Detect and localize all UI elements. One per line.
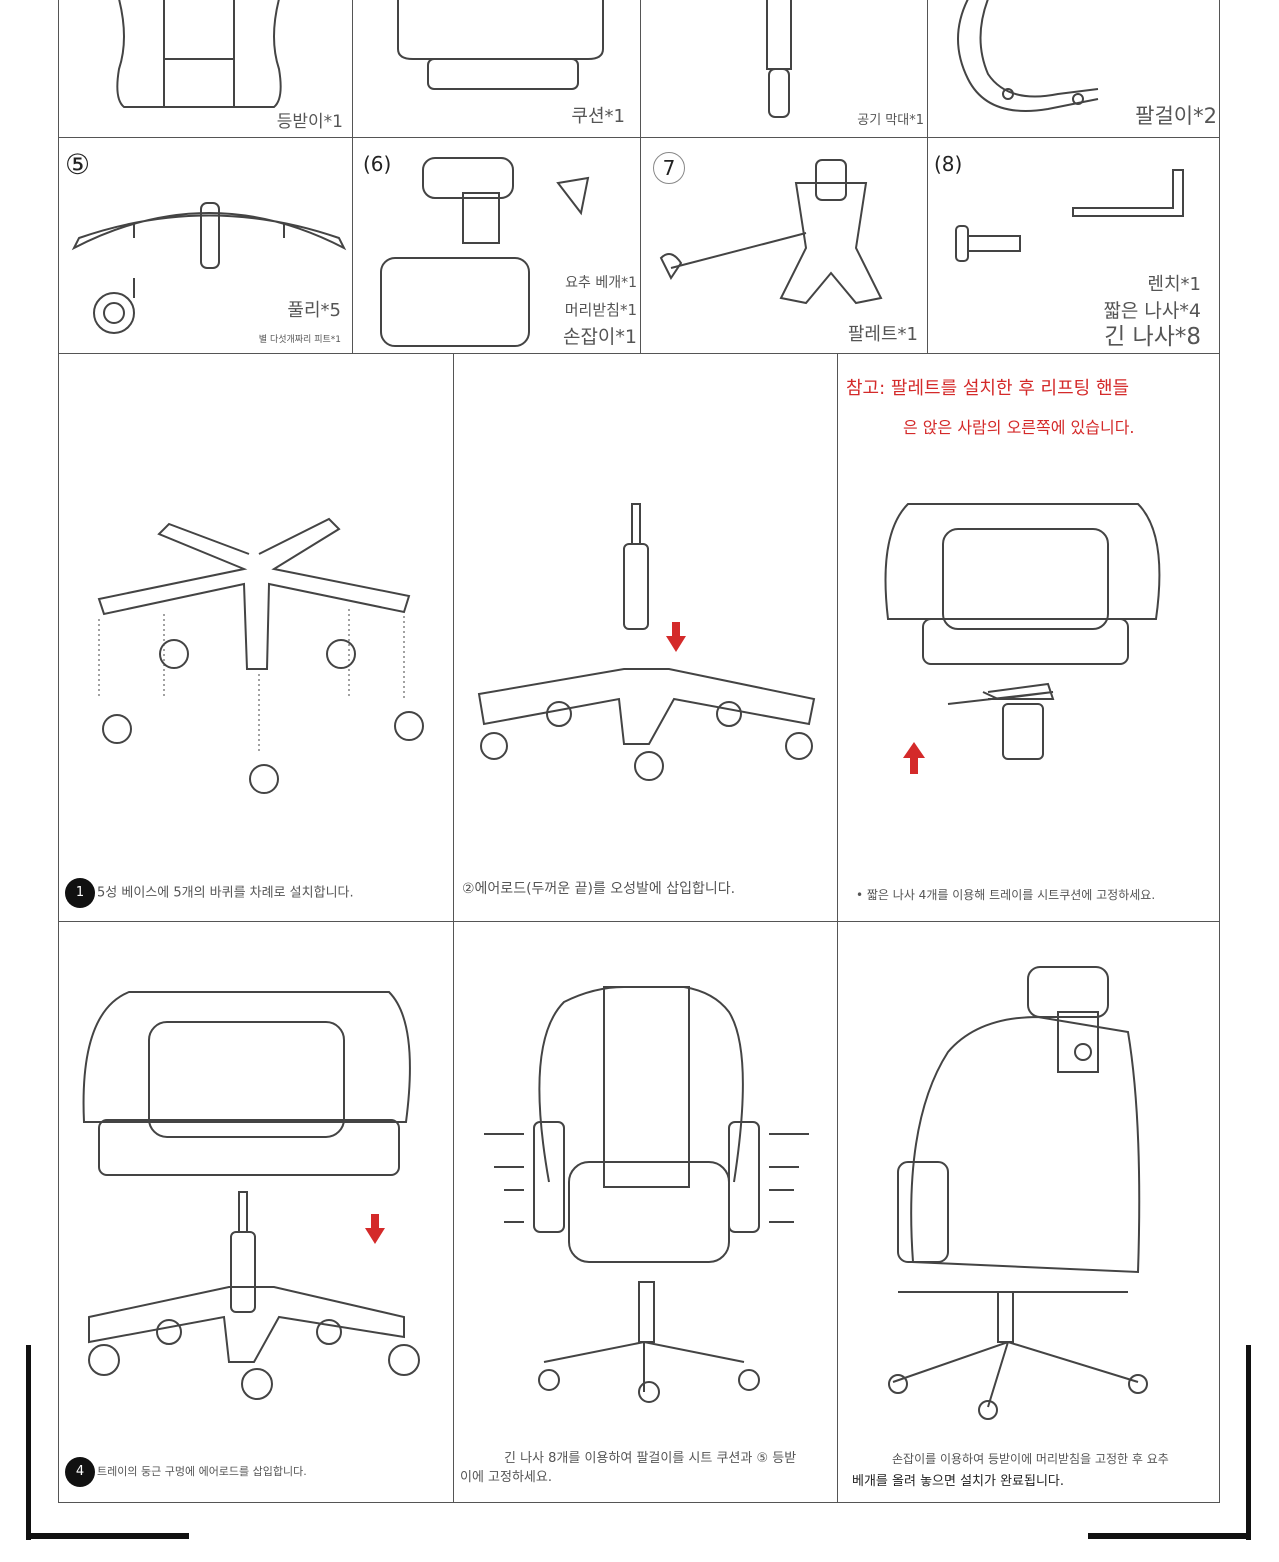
- step-2-illustration: [477, 503, 816, 781]
- step-text: 긴 나사 8개를 이용하여 팔걸이를 시트 쿠션과 ⑤ 등받: [504, 1451, 797, 1466]
- headrest-pillow-illustration: [380, 157, 590, 347]
- step-3-illustration: [884, 503, 1161, 774]
- step-text: 트레이의 둥근 구멍에 에어로드를 삽입합니다.: [97, 1465, 307, 1478]
- step-text: 베개를 올려 놓으면 설치가 완료됩니다.: [852, 1474, 1065, 1489]
- part-number: (6): [363, 152, 392, 176]
- part-sublabel: 별 다섯개짜리 피트*1: [258, 335, 341, 345]
- part-label-list: 렌치*1 짧은 나사*4 긴 나사*8: [1103, 272, 1201, 350]
- down-arrow-icon: [365, 1214, 385, 1244]
- step-5-caption: 긴 나사 8개를 이용하여 팔걸이를 시트 쿠션과 ⑤ 등받: [504, 1447, 796, 1466]
- step-5-illustration: [484, 986, 809, 1403]
- step-6-caption-2: 베개를 올려 놓으면 설치가 완료됩니다.: [852, 1470, 1064, 1489]
- step-6-caption: 손잡이를 이용하여 등받이에 머리받침을 고정한 후 요추: [892, 1450, 1169, 1467]
- part-armrest: 팔걸이*2: [927, 0, 1220, 139]
- step-badge: 1: [65, 878, 95, 908]
- step-text: ②에어로드(두꺼운 끝)를 오성발에 삽입합니다.: [462, 881, 736, 897]
- step-5-panel: 긴 나사 8개를 이용하여 팔걸이를 시트 쿠션과 ⑤ 등받 이에 고정하세요.: [453, 921, 839, 1503]
- part-label: 짧은 나사*4: [1103, 300, 1201, 322]
- part-cushion: 쿠션*1: [352, 0, 642, 139]
- part-label: 쿠션*1: [571, 106, 625, 127]
- step-4-illustration: [82, 991, 420, 1400]
- step-badge: 4: [65, 1457, 95, 1487]
- corner-bracket-right-base: [1088, 1533, 1251, 1539]
- step-3-panel: 참고: 팔레트를 설치한 후 리프팅 핸들 은 앉은 사람의 오른쪽에 있습니다…: [837, 353, 1220, 923]
- part-label: 등받이*1: [276, 112, 343, 132]
- part-number: (8): [934, 152, 963, 176]
- step-2-caption: ②에어로드(두꺼운 끝)를 오성발에 삽입합니다.: [462, 878, 735, 898]
- step-text: 이에 고정하세요.: [460, 1470, 552, 1485]
- part-label: 렌치*1: [1147, 274, 1201, 295]
- gas-lift-illustration: [766, 0, 792, 118]
- step-text: 손잡이를 이용하여 등받이에 머리받침을 고정한 후 요추: [892, 1452, 1169, 1466]
- step-1-illustration: [97, 517, 424, 794]
- step-6-panel: 손잡이를 이용하여 등받이에 머리받침을 고정한 후 요추 베개를 올려 놓으면…: [837, 921, 1220, 1503]
- corner-bracket-left: [26, 1345, 31, 1540]
- down-arrow-icon: [666, 622, 686, 652]
- backrest-illustration: [116, 0, 282, 108]
- corner-bracket-right: [1246, 1345, 1251, 1540]
- part-accessories: (6) 요추 베개*1 머리받침*1 손잡이*1: [352, 137, 642, 355]
- part-label: 머리받침*1: [564, 301, 637, 319]
- part-label-list: 요추 베개*1 머리받침*1 손잡이*1: [563, 270, 637, 351]
- armrest-illustration: [957, 0, 1099, 112]
- step-text: 5성 베이스에 5개의 바퀴를 차례로 설치합니다.: [97, 885, 354, 901]
- note-line-2: 은 앉은 사람의 오른쪽에 있습니다.: [903, 418, 1135, 437]
- note-line-1: 참고: 팔레트를 설치한 후 리프팅 핸들: [846, 378, 1130, 399]
- part-casters-base: ⑤ 풀리*5 별 다섯개짜리 피트*1: [58, 137, 354, 355]
- part-label: 팔레트*1: [847, 324, 918, 345]
- part-label: 풀리*5: [287, 300, 341, 321]
- part-backrest: 등받이*1: [58, 0, 354, 139]
- part-label: 손잡이*1: [562, 326, 637, 348]
- step-text: • 짧은 나사 4개를 이용해 트레이를 시트쿠션에 고정하세요.: [856, 888, 1156, 902]
- part-label: 공기 막대*1: [857, 113, 924, 128]
- part-number: 7: [653, 152, 685, 184]
- corner-bracket-left-base: [26, 1533, 189, 1539]
- step-6-illustration: [888, 966, 1148, 1420]
- cushion-illustration: [397, 0, 604, 90]
- screw-wrench-illustration: [955, 169, 1184, 262]
- part-label: 긴 나사*8: [1104, 324, 1201, 350]
- step-2-panel: ②에어로드(두꺼운 끝)를 오성발에 삽입합니다.: [453, 353, 839, 923]
- part-label: 팔걸이*2: [1135, 104, 1217, 128]
- tilt-plate-illustration: [659, 159, 883, 305]
- step-3-caption: • 짧은 나사 4개를 이용해 트레이를 시트쿠션에 고정하세요.: [856, 886, 1155, 903]
- part-hardware: (8) 렌치*1 짧은 나사*4 긴 나사*8: [927, 137, 1220, 355]
- base-casters-illustration: [71, 202, 347, 334]
- part-gas-lift: 공기 막대*1: [640, 0, 929, 139]
- step-5-caption-2: 이에 고정하세요.: [460, 1466, 552, 1485]
- part-label: 요추 베개*1: [565, 275, 637, 291]
- part-number: ⑤: [65, 148, 91, 181]
- up-arrow-icon: [903, 742, 925, 774]
- part-tilt-plate: 7 팔레트*1: [640, 137, 929, 355]
